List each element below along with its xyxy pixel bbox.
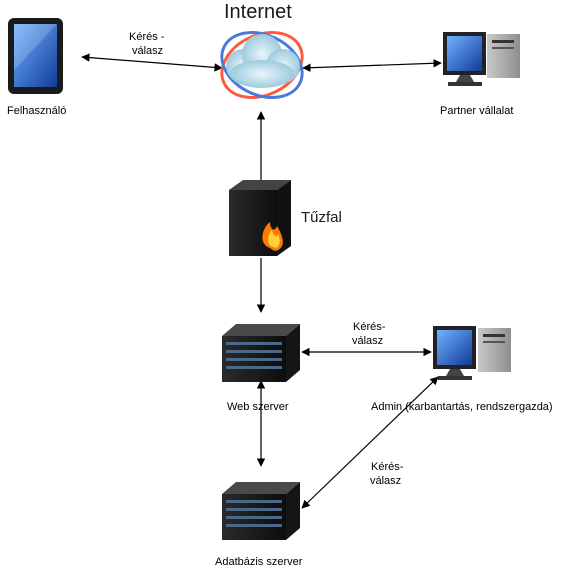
node-label-partner: Partner vállalat xyxy=(440,105,514,117)
internet-title: Internet xyxy=(224,1,292,23)
node-label-db-server: Adatbázis szerver xyxy=(215,556,303,568)
desktop-computer-icon xyxy=(443,32,520,86)
firewall-icon xyxy=(229,180,291,256)
tablet-icon xyxy=(8,18,63,94)
edge-label-web-admin-line1: Kérés- xyxy=(353,321,386,333)
edge-label-user-internet-line2: válasz xyxy=(132,45,164,57)
connectors xyxy=(81,53,442,509)
server-icon xyxy=(222,324,300,382)
cloud-globe-icon xyxy=(220,31,304,99)
node-label-web-server: Web szerver xyxy=(227,401,289,413)
firewall-label: Tűzfal xyxy=(301,209,342,226)
edge-label-web-admin-line2: válasz xyxy=(352,335,384,347)
edge-internet-partner xyxy=(302,59,442,72)
edge-label-db-admin-line2: válasz xyxy=(370,475,402,487)
edge-user-internet xyxy=(81,53,223,72)
edge-label-user-internet-line1: Kérés - xyxy=(129,31,165,43)
node-label-admin: Admin (karbantartás, rendszergazda) xyxy=(371,401,553,413)
edge-label-db-admin-line1: Kérés- xyxy=(371,461,404,473)
edge-db-admin xyxy=(301,376,439,509)
node-label-user: Felhasználó xyxy=(7,105,67,117)
desktop-computer-icon xyxy=(433,326,511,380)
server-icon xyxy=(222,482,300,540)
